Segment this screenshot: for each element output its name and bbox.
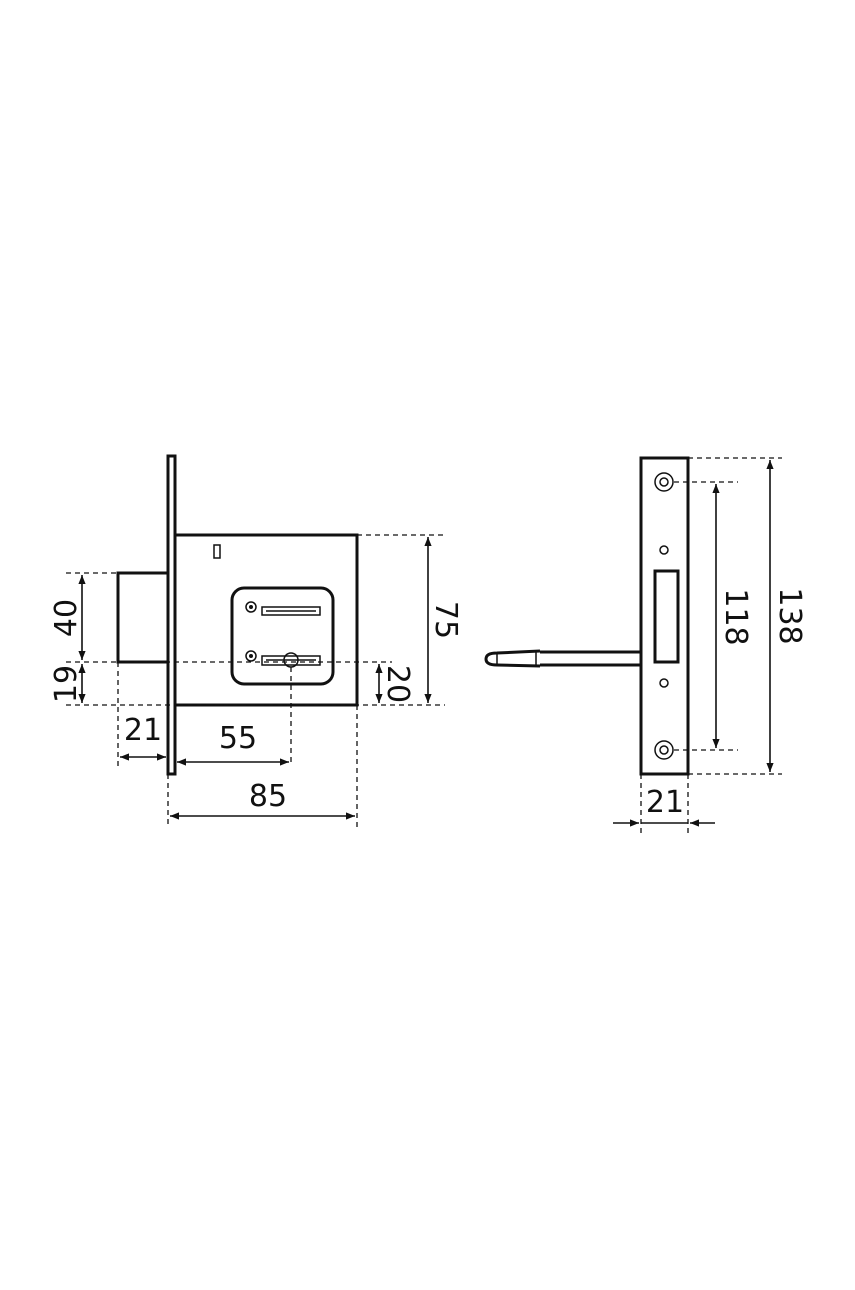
faceplate (639, 456, 690, 776)
key-rod (484, 649, 641, 668)
front-extension-lines (640, 457, 782, 834)
dim-label-85: 85 (249, 779, 287, 814)
dimension-19: 19 (49, 664, 86, 703)
rivet-icon (245, 650, 257, 662)
dim-label-21-side: 21 (124, 713, 162, 748)
dim-label-21-front: 21 (646, 785, 684, 820)
dim-label-55: 55 (219, 721, 257, 756)
dimension-75: 75 (424, 537, 463, 703)
screw-icon (654, 740, 674, 760)
side-extension-lines (66, 534, 445, 828)
dim-label-138: 138 (772, 587, 807, 644)
dim-label-40: 40 (49, 599, 84, 637)
deadbolt (116, 571, 170, 664)
dimension-55: 55 (177, 721, 289, 766)
rivet-icon (245, 601, 257, 613)
dim-label-19: 19 (49, 665, 84, 703)
upper-slot (261, 606, 321, 616)
dimension-20: 20 (375, 664, 415, 703)
bolt-opening (653, 569, 680, 664)
screw-icon (654, 472, 674, 492)
dimension-118: 118 (712, 484, 753, 748)
dimension-40: 40 (49, 575, 86, 660)
dimension-21-side: 21 (120, 713, 166, 761)
dimension-21-front: 21 (613, 785, 715, 827)
dimension-138: 138 (766, 460, 807, 772)
lock-front-view (484, 456, 690, 776)
case-slot (213, 544, 221, 559)
keyhole-icon (261, 652, 321, 668)
dim-label-75: 75 (428, 601, 463, 639)
key-panel (230, 586, 335, 686)
hole-icon (659, 545, 669, 555)
dimension-85: 85 (170, 779, 355, 820)
hole-icon (659, 678, 669, 688)
dim-label-118: 118 (718, 588, 753, 645)
dim-label-20: 20 (380, 665, 415, 703)
